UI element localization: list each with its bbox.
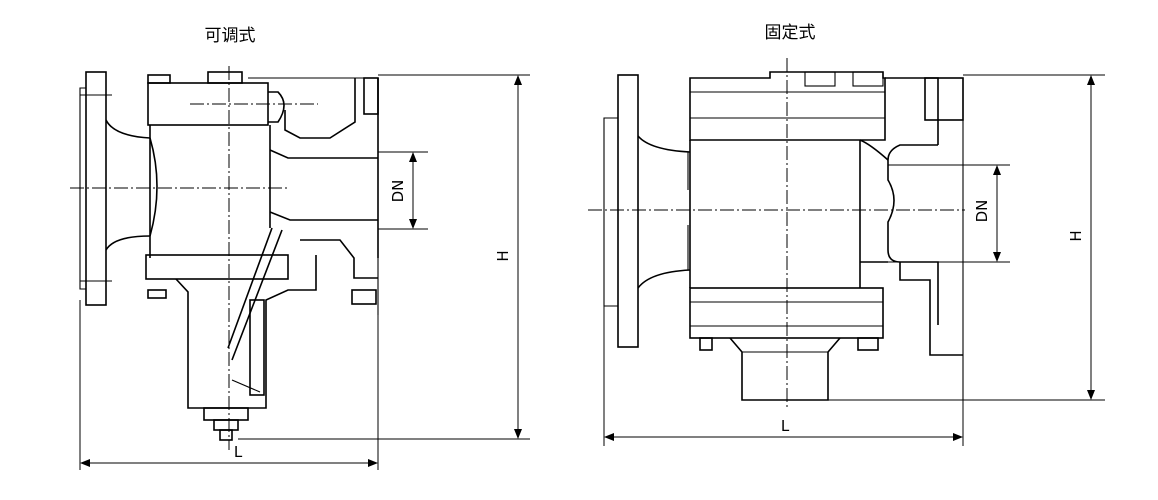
adjustable-type-body-outline <box>79 71 379 441</box>
fixed-h-label: H <box>1067 230 1085 241</box>
fixed-type-body-outline <box>603 71 964 401</box>
fixed-h-dimension: H <box>828 74 1105 401</box>
adjustable-dn-label: DN <box>389 180 407 203</box>
adjustable-type-view: 可调式 <box>70 26 530 470</box>
fixed-dn-label: DN <box>973 200 991 223</box>
fixed-type-view: 固定式 <box>588 23 1105 446</box>
fixed-l-label: L <box>781 417 790 435</box>
adjustable-dn-dimension: DN <box>378 151 428 230</box>
adjustable-type-title: 可调式 <box>205 26 256 46</box>
adjustable-h-label: H <box>494 250 512 261</box>
fixed-type-title: 固定式 <box>765 23 816 43</box>
adjustable-l-label: L <box>234 443 243 461</box>
adjustable-h-dimension: H <box>238 74 530 440</box>
fixed-l-dimension: L <box>603 306 964 446</box>
fixed-dn-dimension: DN <box>888 164 1010 263</box>
adjustable-l-dimension: L <box>79 300 379 470</box>
